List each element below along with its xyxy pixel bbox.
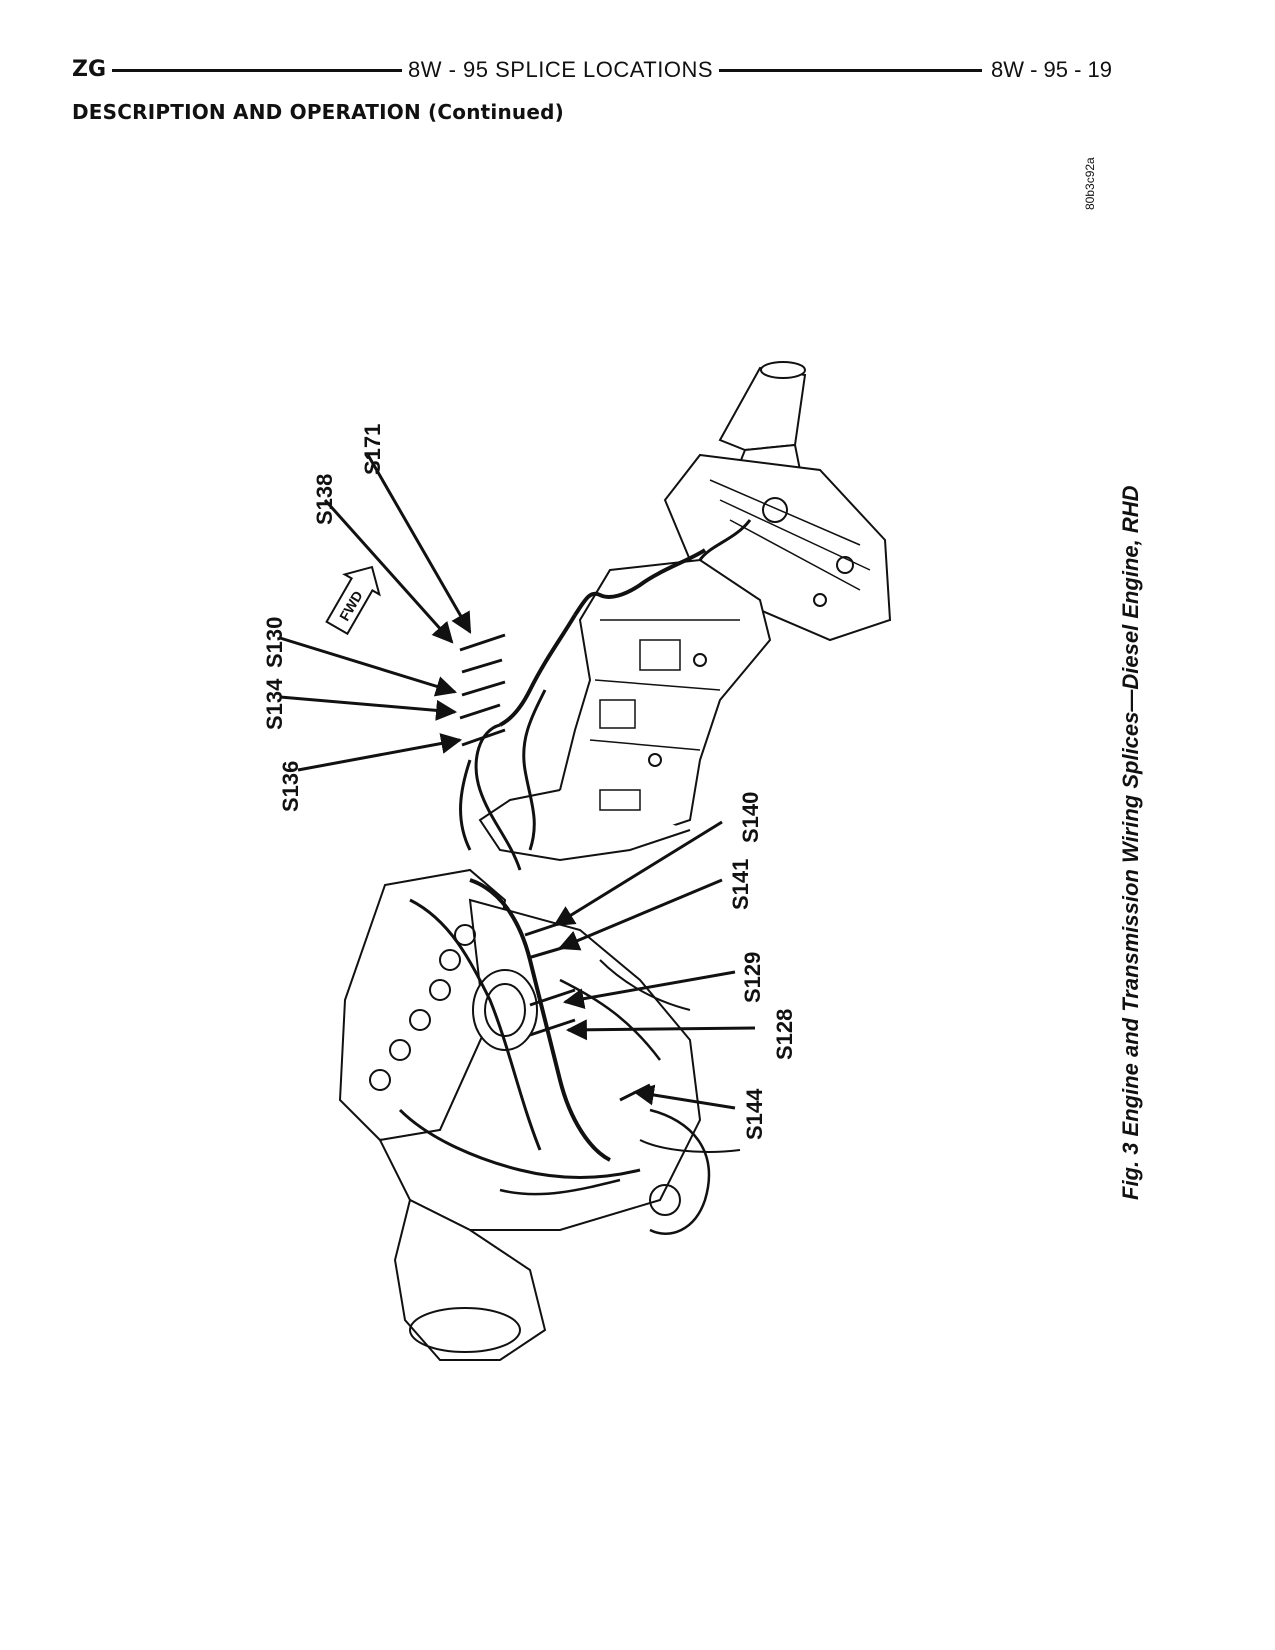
leader-s128: [565, 1019, 756, 1041]
header-chapter-title: 8W - 95 SPLICE LOCATIONS: [402, 56, 720, 84]
splice-label-s128: S128: [772, 1009, 797, 1060]
splice-label-s144: S144: [742, 1088, 767, 1140]
transmission-drawing: [459, 361, 892, 871]
header-rule-left: [112, 69, 412, 72]
engine-drawing: [338, 868, 741, 1361]
figure-caption: Fig. 3 Engine and Transmission Wiring Sp…: [1118, 485, 1143, 1200]
page-header: ZG 8W - 95 SPLICE LOCATIONS 8W - 95 - 19: [72, 56, 1112, 86]
leader-s136: [297, 733, 463, 772]
splice-marks: [459, 633, 651, 1102]
header-rule-right: [682, 69, 982, 72]
figure-code: 80b3c92a: [1083, 157, 1097, 210]
header-section-code: ZG: [72, 56, 113, 84]
splice-label-s130: S130: [262, 617, 287, 668]
splice-label-s140: S140: [738, 792, 763, 843]
section-title: DESCRIPTION AND OPERATION (Continued): [72, 100, 564, 124]
forward-arrow: FWD: [325, 565, 381, 636]
leader-s140: [553, 820, 723, 927]
splice-leaders: [279, 454, 756, 1110]
leader-s130: [279, 636, 458, 697]
header-page-number: 8W - 95 - 19: [984, 56, 1112, 84]
splice-label-s136: S136: [278, 761, 303, 812]
splice-label-s138: S138: [312, 474, 337, 525]
splice-label-s134: S134: [262, 678, 287, 730]
splice-label-s171: S171: [360, 424, 385, 475]
leader-s138: [323, 499, 454, 644]
leader-s171: [366, 454, 472, 634]
splice-label-s141: S141: [728, 859, 753, 910]
leader-s141: [558, 878, 723, 951]
leader-s144: [632, 1084, 736, 1110]
leader-s134: [279, 695, 458, 721]
leader-s129: [562, 970, 736, 1010]
splice-label-s129: S129: [740, 952, 765, 1003]
